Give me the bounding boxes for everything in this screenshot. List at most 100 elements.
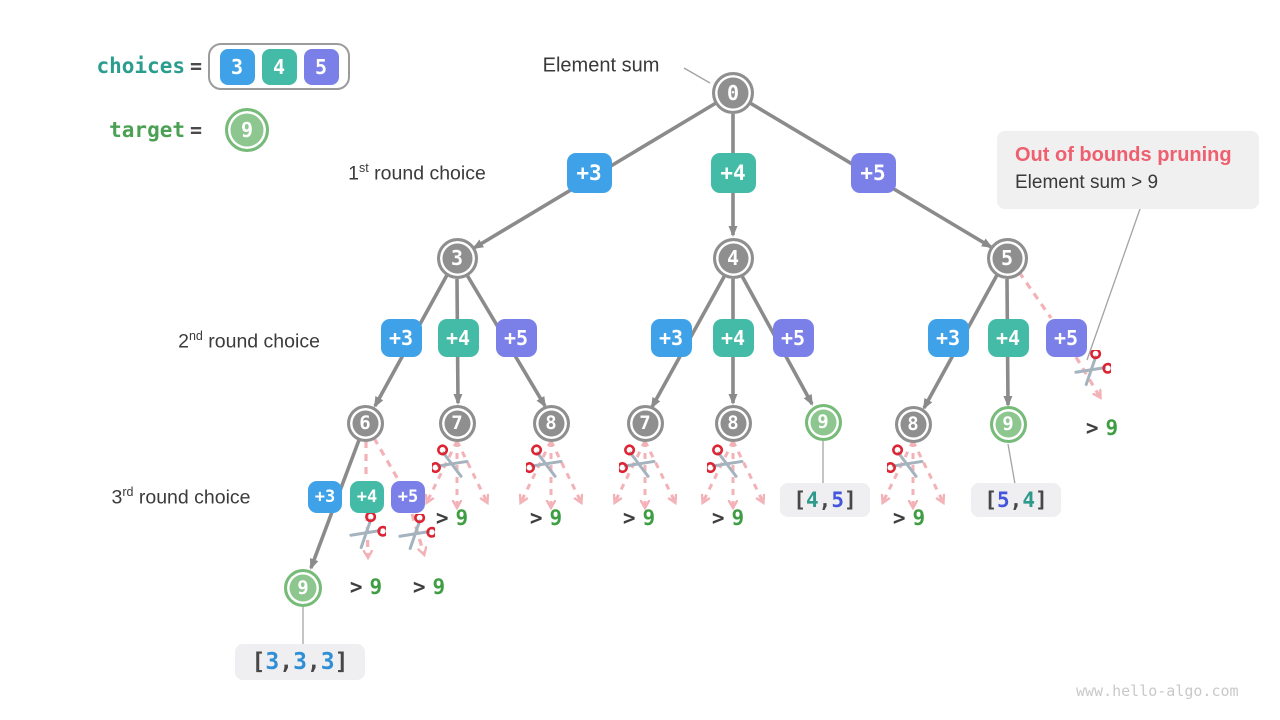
result-char: , <box>818 488 832 512</box>
result-char: [ <box>251 649 266 675</box>
round-label-3: 3rd round choice <box>111 485 250 510</box>
target-number: 9 <box>432 575 446 599</box>
target-number: 9 <box>912 506 926 530</box>
result-char: 5 <box>831 488 844 512</box>
round-3-text: round choice <box>133 486 251 509</box>
scissors-icon <box>619 444 656 478</box>
result-char: 5 <box>997 488 1010 512</box>
result-char: 3 <box>320 649 335 675</box>
exceeds-target-label: >9 <box>712 506 744 530</box>
result-box: [5,4] <box>971 483 1061 517</box>
target-equals: = <box>189 118 203 142</box>
result-char: , <box>1009 488 1023 512</box>
tree-node: 6 <box>346 404 384 442</box>
tree-node: 8 <box>714 404 752 442</box>
tree-node: 5 <box>986 237 1028 279</box>
round-1-text: round choice <box>368 162 486 185</box>
pruned-edge <box>372 437 401 482</box>
target-number: 9 <box>731 506 745 530</box>
choice-op-box: +3 <box>308 481 342 513</box>
greater-than-sign: > <box>711 506 725 530</box>
exceeds-target-label: >9 <box>623 506 655 530</box>
scissors-icon <box>707 444 744 478</box>
round-3-number: 3 <box>111 486 123 509</box>
result-char: ] <box>334 649 349 675</box>
tree-node: 4 <box>712 237 754 279</box>
greater-than-sign: > <box>892 506 906 530</box>
result-char: [ <box>793 488 807 512</box>
choice-op-box: +3 <box>650 319 692 357</box>
exceeds-target-label: >9 <box>893 506 925 530</box>
target-number: 9 <box>549 506 563 530</box>
pruning-title: Out of bounds pruning <box>1015 144 1232 166</box>
choice-chip: 4 <box>261 48 297 85</box>
result-char: [ <box>984 488 998 512</box>
choice-op-box: +5 <box>772 319 814 357</box>
round-1-number: 1 <box>348 162 360 185</box>
target-value-node: 9 <box>225 108 269 152</box>
result-char: ] <box>843 488 857 512</box>
choice-op-box: +4 <box>710 153 756 193</box>
choice-op-box: +4 <box>712 319 754 357</box>
greater-than-sign: > <box>1085 416 1099 440</box>
result-box: [4,5] <box>780 483 870 517</box>
target-number: 9 <box>369 575 383 599</box>
greater-than-sign: > <box>529 506 543 530</box>
choices-equals: = <box>189 54 203 78</box>
target-number: 9 <box>1105 416 1119 440</box>
target-label: target <box>109 118 185 142</box>
choice-op-box: +4 <box>350 481 384 513</box>
result-char: ] <box>1034 488 1048 512</box>
scissors-icon <box>432 444 469 478</box>
round-label-2: 2nd round choice <box>178 329 320 354</box>
round-2-number: 2 <box>178 330 189 353</box>
choice-op-box: +5 <box>1045 319 1087 357</box>
result-char: 4 <box>806 488 819 512</box>
round-1-ordinal: st <box>359 160 369 175</box>
choice-chip: 5 <box>303 48 339 85</box>
choices-label: choices <box>96 54 185 78</box>
tree-node: 7 <box>626 404 664 442</box>
choice-op-box: +5 <box>850 153 896 193</box>
watermark: www.hello-algo.com <box>1076 682 1239 700</box>
tree-node: 3 <box>436 237 478 279</box>
exceeds-target-label: >9 <box>350 575 382 599</box>
result-box: [3,3,3] <box>235 644 365 680</box>
choice-op-box: +5 <box>495 319 537 357</box>
scissors-icon <box>887 444 924 478</box>
connector-line <box>683 67 711 84</box>
tree-node: 0 <box>712 72 754 114</box>
choice-op-box: +5 <box>391 481 425 513</box>
tree-node: 9 <box>804 403 842 441</box>
choice-op-box: +3 <box>927 319 969 357</box>
choice-op-box: +4 <box>987 319 1029 357</box>
connector-line <box>1007 443 1016 485</box>
element-sum-label: Element sum <box>542 54 660 77</box>
round-3-ordinal: rd <box>122 484 134 499</box>
greater-than-sign: > <box>435 506 449 530</box>
pruned-edge <box>410 513 424 554</box>
scissors-icon <box>526 444 563 478</box>
tree-node: 9 <box>989 405 1027 443</box>
scissors-icon <box>349 513 386 549</box>
choice-op-box: +3 <box>566 153 612 193</box>
target-number: 9 <box>455 506 469 530</box>
scissors-icon <box>398 514 435 550</box>
exceeds-target-label: >9 <box>413 575 445 599</box>
result-char: 4 <box>1022 488 1035 512</box>
pruning-condition: Element sum > 9 <box>1015 172 1159 193</box>
choice-op-box: +4 <box>437 319 479 357</box>
result-char: , <box>306 649 321 675</box>
target-number: 9 <box>642 506 656 530</box>
result-char: , <box>279 649 294 675</box>
tree-node: 8 <box>532 404 570 442</box>
tree-node: 8 <box>894 405 932 443</box>
greater-than-sign: > <box>349 575 363 599</box>
tree-node: 9 <box>284 569 322 607</box>
round-label-1: 1st round choice <box>348 161 486 186</box>
tree-node: 7 <box>438 404 476 442</box>
exceeds-target-label: >9 <box>436 506 468 530</box>
round-2-text: round choice <box>202 330 320 353</box>
greater-than-sign: > <box>412 575 426 599</box>
